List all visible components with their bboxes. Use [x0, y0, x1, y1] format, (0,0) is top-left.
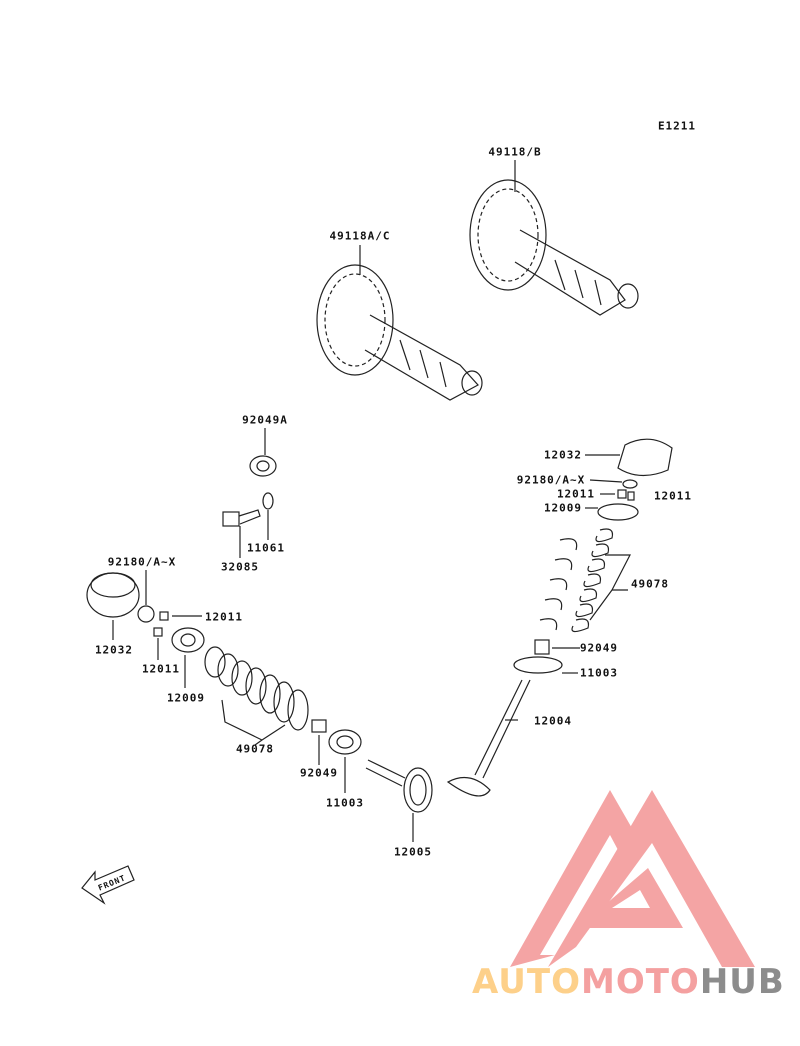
camshaft-ac [316, 245, 483, 401]
label-washer[interactable]: 11061 [246, 541, 286, 555]
label-spring-right[interactable]: 49078 [630, 577, 670, 591]
right-valve-assembly [446, 438, 673, 797]
label-camshaft-b[interactable]: 49118/B [488, 145, 542, 159]
watermark-auto: AUTO [472, 962, 581, 1002]
label-tappet-left[interactable]: 12032 [94, 643, 134, 657]
camshaft-b [469, 160, 639, 316]
label-valve-exhaust[interactable]: 12005 [393, 845, 433, 859]
watermark-logo [510, 790, 755, 967]
diagram-code: E1211 [657, 119, 697, 133]
label-shim-left[interactable]: 92180/A~X [107, 555, 177, 569]
label-tappet-right[interactable]: 12032 [543, 448, 583, 462]
label-cotter-left-1[interactable]: 12011 [204, 610, 244, 624]
label-seal[interactable]: 92049A [242, 413, 288, 427]
small-parts [222, 428, 277, 558]
spring-left [204, 646, 309, 731]
label-stem-seal-left[interactable]: 92049 [299, 766, 339, 780]
front-arrow-icon [81, 865, 135, 905]
watermark-text: AUTOMOTOHUB [472, 962, 785, 1002]
label-camshaft-ac[interactable]: 49118A/C [329, 229, 391, 243]
label-shim-right[interactable]: 92180/A~X [516, 473, 586, 487]
label-bolt[interactable]: 32085 [220, 560, 260, 574]
label-cotter-left-2[interactable]: 12011 [141, 662, 181, 676]
label-spring-seat-left[interactable]: 11003 [325, 796, 365, 810]
spring-right [539, 528, 614, 633]
label-retainer-right[interactable]: 12009 [543, 501, 583, 515]
watermark-hub: HUB [699, 962, 785, 1002]
watermark-moto: MOTO [580, 962, 700, 1002]
label-spring-left[interactable]: 49078 [235, 742, 275, 756]
label-cotter-right-1[interactable]: 12011 [556, 487, 596, 501]
label-cotter-right-2[interactable]: 12011 [653, 489, 693, 503]
left-valve-assembly [86, 570, 433, 842]
label-spring-seat-right[interactable]: 11003 [579, 666, 619, 680]
label-stem-seal-right[interactable]: 92049 [579, 641, 619, 655]
label-valve-intake[interactable]: 12004 [533, 714, 573, 728]
label-retainer-left[interactable]: 12009 [166, 691, 206, 705]
